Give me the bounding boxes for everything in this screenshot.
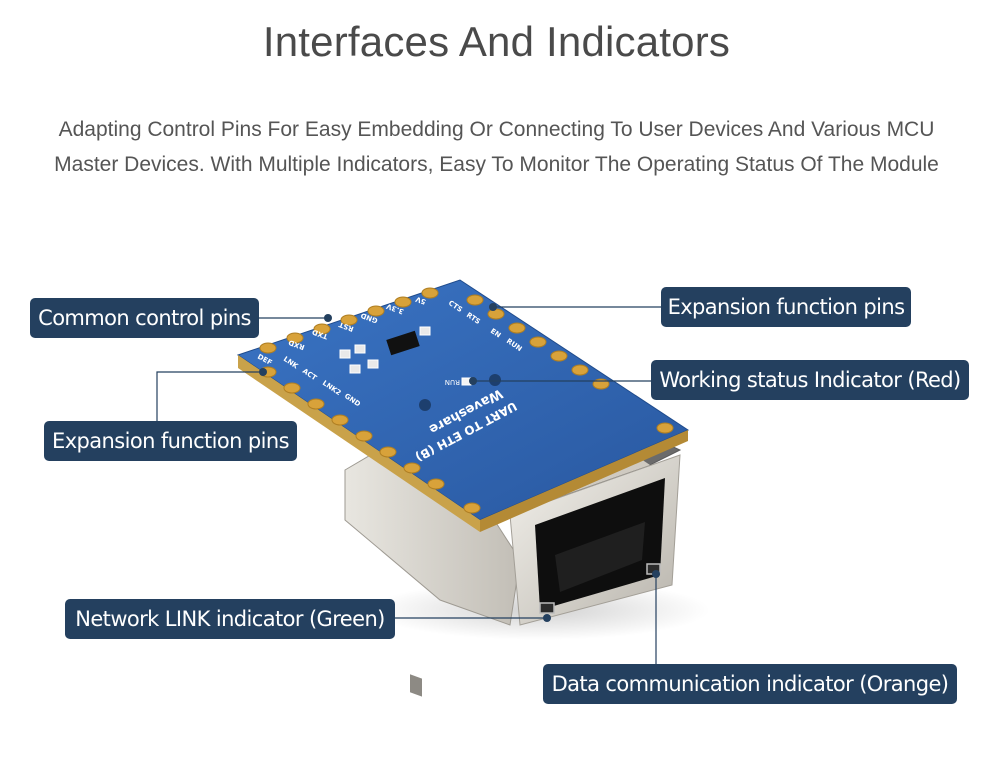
pad xyxy=(508,322,526,334)
smd-component xyxy=(349,364,361,374)
left-pin-pads xyxy=(259,366,481,514)
pad xyxy=(427,478,445,490)
smd-component xyxy=(354,344,366,354)
subtitle-line-1: Adapting Control Pins For Easy Embedding… xyxy=(58,118,935,141)
callout-network-link-indicator: Network LINK indicator (Green) xyxy=(65,599,395,639)
pad xyxy=(550,350,568,362)
pad xyxy=(394,296,412,308)
rj45-port-inner xyxy=(555,522,645,592)
top-pin-pads xyxy=(259,287,439,354)
smd-component xyxy=(419,326,431,336)
pad xyxy=(656,422,674,434)
pad xyxy=(466,294,484,306)
page-title: Interfaces And Indicators xyxy=(262,18,731,65)
leader-dots xyxy=(259,303,660,622)
pad xyxy=(259,342,277,354)
callout-expansion-function-pins-right: Expansion function pins xyxy=(661,287,911,327)
pad xyxy=(487,308,505,320)
pcb-edge-right xyxy=(480,430,688,532)
pad xyxy=(379,446,397,458)
link-led-window xyxy=(539,602,555,614)
pad xyxy=(307,398,325,410)
callout-expansion-function-pins-left: Expansion function pins xyxy=(44,421,297,461)
pad xyxy=(421,287,439,299)
dot-common-control-pins xyxy=(324,314,332,322)
right-pin-pads xyxy=(466,294,674,434)
run-led-label: RUN xyxy=(445,378,460,386)
leader-expansion-pins-left xyxy=(156,371,263,421)
smd-component xyxy=(367,359,379,369)
dot-network-link xyxy=(543,614,551,622)
mounting-hole xyxy=(419,399,431,411)
pin-label-5v: 5V xyxy=(414,295,427,306)
smd-component xyxy=(339,349,351,359)
pad xyxy=(340,314,358,326)
page-subtitle: Adapting Control Pins For Easy Embedding… xyxy=(0,112,993,182)
pad xyxy=(463,502,481,514)
dot-expansion-pins-left xyxy=(259,368,267,376)
pad xyxy=(403,462,421,474)
rj45-side-notch xyxy=(410,674,422,697)
pad xyxy=(283,382,301,394)
pad xyxy=(313,323,331,335)
pad xyxy=(355,430,373,442)
subtitle-line-2: Master Devices. With Multiple Indicators… xyxy=(54,153,939,176)
pad xyxy=(367,305,385,317)
callout-data-communication-indicator: Data communication indicator (Orange) xyxy=(543,664,957,704)
dot-working-status xyxy=(469,377,477,385)
pad xyxy=(286,332,304,344)
mounting-hole xyxy=(489,374,501,386)
pad xyxy=(529,336,547,348)
dot-expansion-pins-right xyxy=(489,303,497,311)
callout-common-control-pins: Common control pins xyxy=(30,298,259,338)
pad xyxy=(571,364,589,376)
leader-lines xyxy=(156,306,661,664)
pad xyxy=(331,414,349,426)
callout-working-status-indicator: Working status Indicator (Red) xyxy=(651,360,969,400)
ic-chip xyxy=(386,330,420,356)
pcb-edge-left xyxy=(238,355,480,532)
dot-data-communication xyxy=(652,570,660,578)
